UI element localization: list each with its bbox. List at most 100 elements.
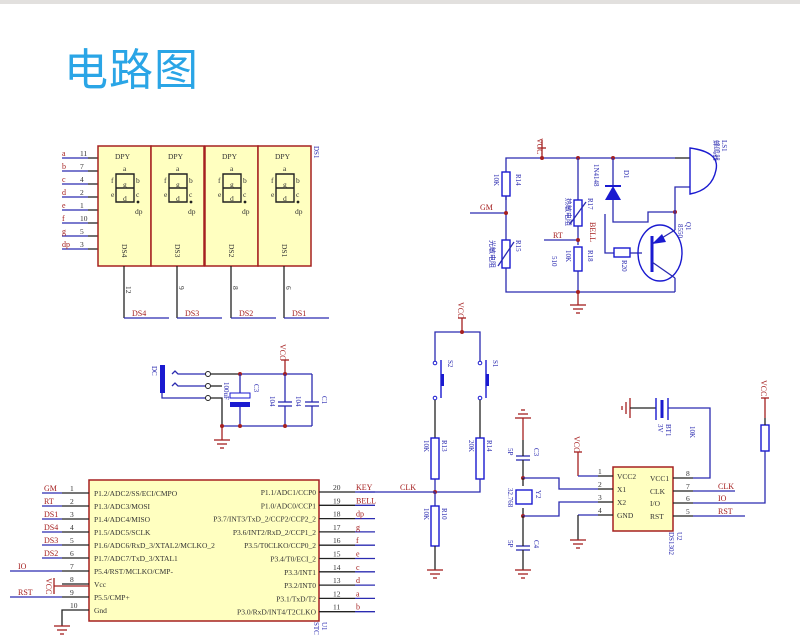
r14-key-resistor bbox=[475, 437, 485, 480]
schematic-wire bbox=[477, 360, 483, 366]
segment-pin-number: 2 bbox=[80, 188, 84, 197]
rtc-pin-name: VCC2 bbox=[617, 472, 636, 481]
mcu-right-pin-number: 20 bbox=[333, 483, 341, 492]
mcu-right-pin-number: 11 bbox=[333, 603, 340, 612]
segment-top bbox=[115, 173, 135, 188]
r18-resistor bbox=[573, 246, 583, 272]
mcu-left-pin-name: Gnd bbox=[94, 606, 107, 615]
mcu-right-net-label: KEY bbox=[356, 483, 373, 492]
schematic-label: 光敏电阻 bbox=[488, 240, 497, 268]
schematic-label: 3V bbox=[656, 424, 664, 433]
schematic-wire bbox=[205, 383, 211, 389]
mcu-right-pin-number: 14 bbox=[333, 563, 341, 572]
schematic-wire bbox=[441, 374, 444, 386]
mcu-left-pin-name: P1.3/ADC3/MOSI bbox=[94, 502, 151, 511]
schematic-wire bbox=[604, 214, 614, 254]
mcu-right-pin-name: P3.5/T0CLKO/CCP0_2 bbox=[244, 541, 316, 550]
segment-pin-number: 11 bbox=[80, 149, 87, 158]
mcu-left-net-label: IO bbox=[18, 562, 27, 571]
rtc-pin-name: X1 bbox=[617, 485, 626, 494]
schematic-label: U1 bbox=[320, 622, 328, 631]
segment-pin-number: 10 bbox=[80, 214, 88, 223]
schematic-label: BT1 bbox=[664, 424, 672, 437]
c3-electrolytic-capacitor bbox=[229, 392, 251, 399]
rtc-pin-name: RST bbox=[650, 512, 664, 521]
seg-letter-a: a bbox=[123, 164, 127, 173]
schematic-label: C1 bbox=[320, 396, 328, 405]
schematic-wire bbox=[283, 424, 287, 428]
schematic-label: R18 bbox=[586, 250, 594, 262]
mcu-right-pin-name: P3.0/RxD/INT4/T2CLKO bbox=[237, 608, 317, 617]
schematic-wire bbox=[612, 200, 675, 223]
digit-designator: DS2 bbox=[227, 244, 236, 258]
schematic-label: S1 bbox=[491, 360, 499, 368]
schematic-wire bbox=[652, 234, 666, 244]
rtc-pin-name: CLK bbox=[650, 487, 666, 496]
seg-letter-d: d bbox=[283, 194, 287, 203]
r14-resistor bbox=[501, 171, 511, 197]
schematic-wire bbox=[523, 501, 598, 517]
schematic-label: 100uF bbox=[222, 382, 230, 400]
schematic-wire bbox=[434, 331, 481, 362]
rtc-pin-number: 7 bbox=[686, 482, 690, 491]
schematic-label: R10 bbox=[440, 508, 448, 520]
schematic-label: R14 bbox=[514, 174, 522, 186]
schematic-label: 10K bbox=[422, 440, 430, 452]
mcu-left-pin-number: 9 bbox=[70, 588, 74, 597]
seg-letter-dp: dp bbox=[188, 207, 196, 216]
schematic-wire bbox=[693, 451, 766, 504]
mcu-left-pin-number: 6 bbox=[70, 549, 74, 558]
mcu-left-pin-name: Vcc bbox=[94, 580, 107, 589]
schematic-label: 1N4148 bbox=[592, 164, 600, 187]
seg-letter-f: f bbox=[271, 176, 274, 185]
digit-pin-number: 6 bbox=[284, 286, 293, 290]
seg-letter-d: d bbox=[230, 194, 234, 203]
seg-letter-e: e bbox=[164, 190, 168, 199]
segment-pin-number: 3 bbox=[80, 240, 84, 249]
mcu-right-net-label: d bbox=[356, 576, 360, 585]
mcu-right-pin-number: 17 bbox=[333, 523, 341, 532]
schematic-wire bbox=[161, 393, 206, 399]
schematic-label: 104 bbox=[294, 396, 302, 407]
segment-net-label: b bbox=[62, 162, 66, 171]
mcu-right-net-label: b bbox=[356, 603, 360, 612]
ds1302-chip bbox=[612, 466, 674, 532]
digit-designator: DS1 bbox=[280, 244, 289, 258]
mcu-left-net-label: GM bbox=[44, 484, 57, 493]
schematic-wire bbox=[434, 479, 481, 493]
schematic-wire bbox=[504, 211, 508, 215]
schematic-wire bbox=[230, 402, 250, 407]
segment-top bbox=[275, 173, 295, 188]
segment-net-label: e bbox=[62, 201, 66, 210]
seg-letter-c: c bbox=[296, 190, 300, 199]
segment-bottom bbox=[168, 188, 188, 203]
mcu-right-pin-number: 19 bbox=[333, 496, 341, 505]
segment-net-label: a bbox=[62, 149, 66, 158]
schematic-label: S2 bbox=[446, 360, 454, 368]
schematic-wire bbox=[668, 407, 711, 479]
rtc-net-label: IO bbox=[718, 494, 727, 503]
segment-net-label: c bbox=[62, 175, 66, 184]
mcu-left-pin-number: 5 bbox=[70, 536, 74, 545]
mcu-left-pin-name: P5.4/RST/MCLKO/CMP- bbox=[94, 567, 173, 576]
segment-net-label: dp bbox=[62, 240, 70, 249]
seg-letter-g: g bbox=[123, 180, 127, 189]
schematic-wire bbox=[211, 397, 223, 426]
r13-resistor bbox=[430, 437, 440, 480]
top-border bbox=[0, 0, 800, 4]
mcu-right-pin-number: 15 bbox=[333, 550, 341, 559]
gm-net-label: GM bbox=[480, 203, 493, 212]
rtc-pullup-resistor bbox=[760, 424, 770, 452]
schematic-wire bbox=[61, 609, 89, 626]
seg-letter-a: a bbox=[176, 164, 180, 173]
mcu-right-net-label: BELL bbox=[356, 496, 376, 505]
digit-pin-number: 8 bbox=[231, 286, 240, 290]
seg-letter-f: f bbox=[218, 176, 221, 185]
digit-net-label: DS4 bbox=[132, 309, 146, 318]
digit-label: DPY bbox=[275, 152, 291, 161]
seg-letter-a: a bbox=[283, 164, 287, 173]
mcu-right-net-label: dp bbox=[356, 510, 364, 519]
schematic-wire bbox=[205, 371, 211, 377]
schematic-label: 5P bbox=[506, 540, 514, 548]
mcu-right-pin-number: 12 bbox=[333, 589, 341, 598]
